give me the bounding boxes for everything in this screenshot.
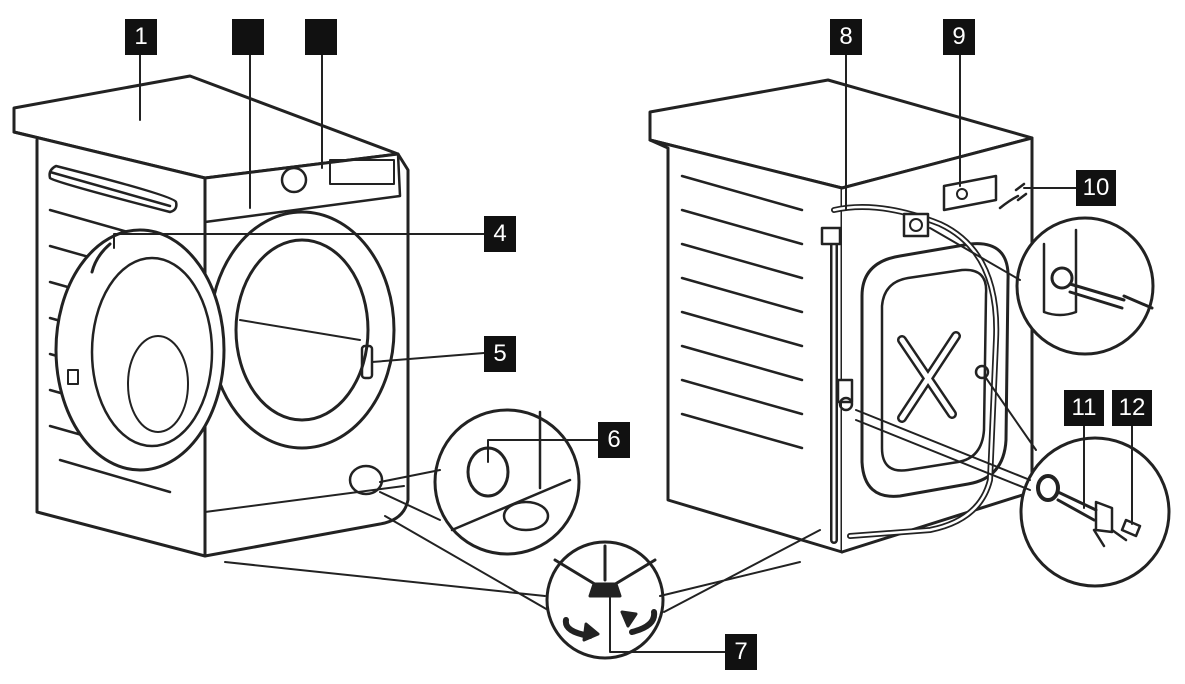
front-machine	[12, 74, 410, 558]
open-door	[54, 228, 226, 472]
back-cover	[860, 242, 1010, 498]
callout-4: 4	[484, 216, 516, 252]
mains-cable	[998, 194, 1020, 210]
callout-7: 7	[725, 634, 757, 670]
detail-drain-filter	[379, 408, 581, 556]
detail-adjustable-foot	[224, 515, 821, 660]
rear-machine	[648, 78, 1034, 554]
callout-1: 1	[125, 19, 157, 55]
rear-side-panel	[648, 138, 844, 554]
callout-5: 5	[484, 336, 516, 372]
callout-2	[232, 19, 264, 55]
callout-3	[305, 19, 337, 55]
front-panel	[203, 152, 410, 558]
callout-9: 9	[943, 19, 975, 55]
leader-lines	[113, 53, 1133, 653]
callout-6: 6	[598, 422, 630, 458]
transit-bolt-right	[974, 364, 990, 380]
program-knob	[280, 166, 308, 194]
rear-side-vents	[680, 174, 804, 450]
rating-plate	[942, 174, 998, 212]
callout-12: 12	[1112, 390, 1152, 426]
control-panel	[203, 152, 402, 224]
callout-10: 10	[1076, 170, 1116, 206]
callout-11: 11	[1064, 390, 1104, 426]
detail-transit-bolt-top	[929, 216, 1155, 356]
callout-8: 8	[830, 19, 862, 55]
transit-bolt-left	[838, 396, 854, 412]
drum-opening	[234, 238, 370, 422]
drain-filter-cover	[348, 464, 384, 496]
water-inlet-valve	[902, 212, 930, 238]
display-area	[329, 159, 395, 185]
